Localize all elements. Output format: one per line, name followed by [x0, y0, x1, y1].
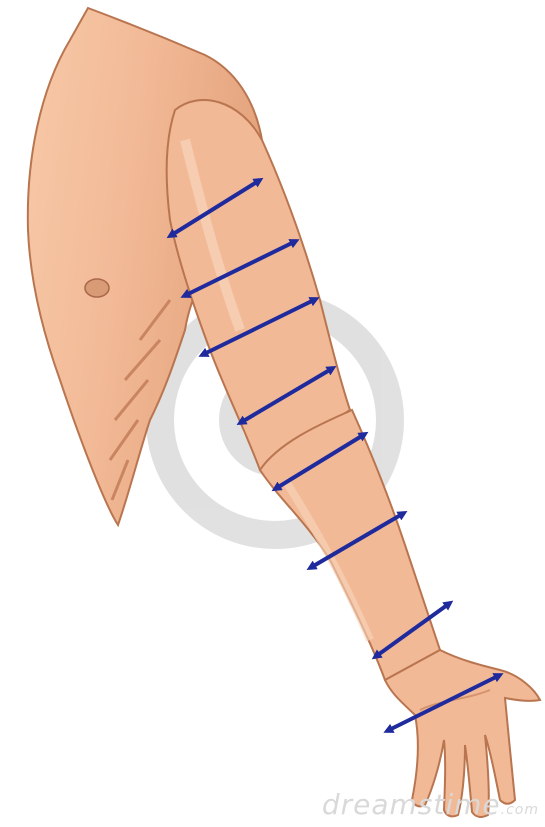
watermark-brand: dreamstime — [322, 788, 501, 821]
watermark-text: dreamstime.com — [322, 788, 539, 821]
nipple — [85, 279, 109, 297]
upper-arm — [167, 100, 350, 470]
watermark-suffix: .com — [501, 802, 539, 818]
